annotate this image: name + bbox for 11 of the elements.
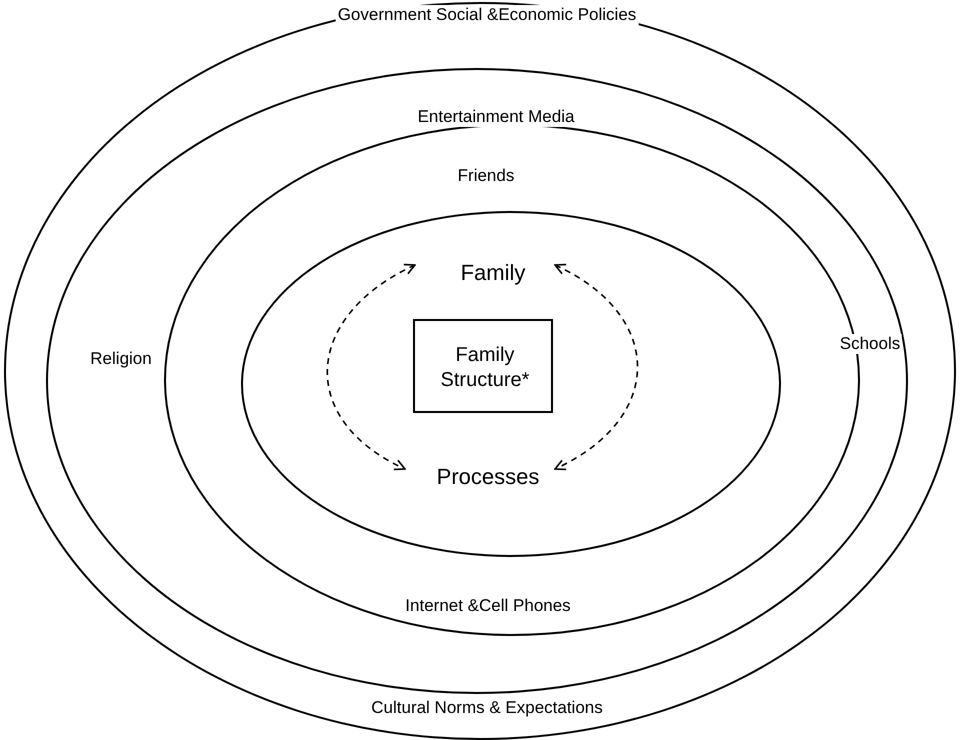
outer-ellipse — [4, 2, 956, 740]
node-label: Family — [423, 256, 563, 290]
node-label: Processes — [413, 460, 563, 494]
dashed-arrow — [554, 264, 638, 470]
dashed-arrow — [326, 264, 416, 470]
ring-label: Cultural Norms & Expectations — [369, 698, 605, 718]
rectangle-box — [413, 319, 553, 413]
ring-label: Government Social &Economic Policies — [336, 5, 638, 25]
ellipse — [46, 68, 908, 694]
inner-ellipse — [241, 211, 781, 557]
ring-label: Schools — [838, 334, 902, 354]
